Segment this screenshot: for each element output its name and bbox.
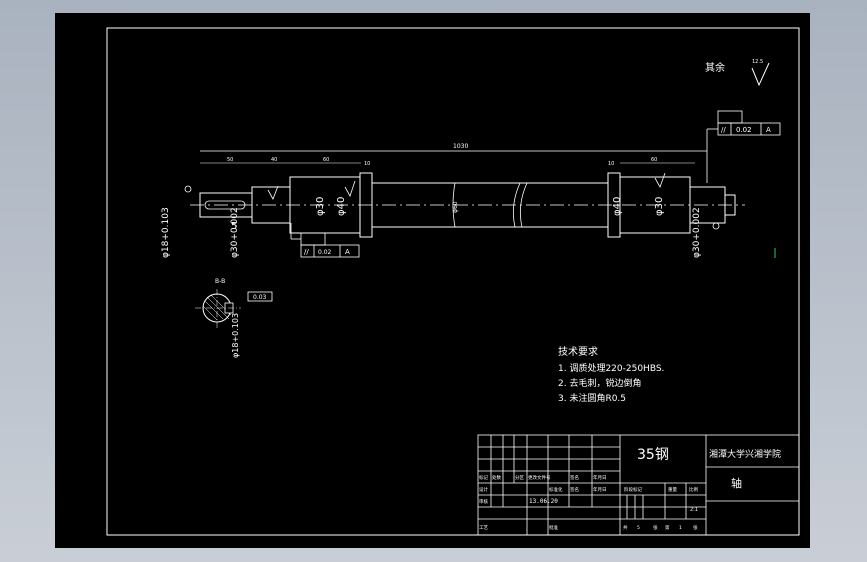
svg-text:A: A [766,126,771,134]
svg-text://: // [304,248,309,256]
dim-seg-1: 50 [227,157,233,163]
roughness-mark-3-icon [654,172,666,188]
svg-text:重量: 重量 [668,486,677,493]
tech-req-item-1: 1. 调质处理220-250HBS. [558,362,664,374]
roughness-note-label: 其余 [705,61,725,74]
dim-dia-30-left: φ30 [315,197,326,216]
drawing-canvas: 其余 12.5 // 0.02 A 1030 50 40 60 10 60 10 [106,27,800,536]
dim-keyway-width: 5 [231,221,237,232]
dim-seg-5: 60 [651,157,657,163]
dim-dia-left-shaft: φ18+0.103 [161,207,171,258]
svg-text:审核: 审核 [479,498,488,505]
tolerance-frame-right: // 0.02 A [706,110,781,183]
dim-dia-30-right: φ30 [654,197,665,216]
svg-text:比例: 比例 [689,486,698,493]
svg-text:设计: 设计 [479,486,488,493]
svg-text:标记: 标记 [479,474,488,481]
dim-dia-body: φ60 [452,201,459,213]
dim-dia-40-left: φ40 [336,197,347,216]
drawing-border [106,27,800,536]
svg-text:分区: 分区 [515,474,524,481]
svg-text:1: 1 [679,525,682,531]
dim-section-dia: φ18+0.103 [231,313,240,358]
svg-text:标准化: 标准化 [549,486,563,493]
svg-text:年月日: 年月日 [593,474,607,481]
svg-text:张: 张 [693,524,698,531]
svg-text:0.02: 0.02 [736,126,752,134]
material-label: 35钢 [637,447,669,463]
svg-text:处数: 处数 [492,474,501,481]
svg-text://: // [721,126,726,134]
dim-seg-3: 60 [323,157,329,163]
roughness-mark-1-icon [267,185,279,200]
tech-req-item-2: 2. 去毛刺，锐边倒角 [558,377,641,389]
section-label: B-B [215,278,225,285]
svg-text:5: 5 [637,525,640,531]
svg-text:更改文件号: 更改文件号 [528,474,551,481]
drawing-sheet: 其余 12.5 // 0.02 A 1030 50 40 60 10 60 10 [55,13,810,548]
dim-seg-2: 40 [271,157,277,163]
svg-text:年月日: 年月日 [593,486,607,493]
section-view: 0.03 [195,289,273,329]
title-block-labels: 标记 处数 分区 更改文件号 签名 年月日 设计 标准化 签名 年月日 审核 工… [479,474,698,531]
svg-text:阶段标记: 阶段标记 [624,486,642,493]
dim-dia-right-journal: φ30+0.002 [692,207,702,258]
part-name: 轴 [731,476,742,490]
datum-marker-right [712,222,720,230]
svg-text:第: 第 [665,524,670,531]
dim-seg-6: 10 [608,161,614,167]
svg-text:A: A [345,248,350,256]
svg-text:张: 张 [653,524,658,531]
roughness-mark-2-icon [344,180,356,197]
svg-text:0.03: 0.03 [253,294,267,301]
tech-req-item-3: 3. 未注圆角R0.5 [558,392,626,404]
date-value: 13.06.20 [529,498,558,505]
dim-dia-left-journal: φ30+0.002 [230,207,240,258]
tech-req-title: 技术要求 [558,345,598,358]
dim-dia-40-right: φ40 [612,197,623,216]
school-name: 湘潭大学兴湘学院 [709,448,781,460]
svg-text:签名: 签名 [570,474,579,481]
title-block [477,434,800,536]
overall-length-dim: 1030 [453,143,468,150]
svg-text:工艺: 工艺 [479,525,488,531]
svg-text:共: 共 [623,524,628,531]
tolerance-frame-left: // 0.02 A [290,223,360,258]
dim-seg-4: 10 [364,161,370,167]
svg-text:12.5: 12.5 [752,59,763,65]
datum-marker-left [184,185,192,193]
svg-text:批准: 批准 [549,524,558,531]
svg-text:签名: 签名 [570,486,579,493]
scale-value: 2:1 [690,507,698,513]
roughness-symbol-icon: 12.5 [751,59,770,87]
svg-text:0.02: 0.02 [318,249,332,256]
